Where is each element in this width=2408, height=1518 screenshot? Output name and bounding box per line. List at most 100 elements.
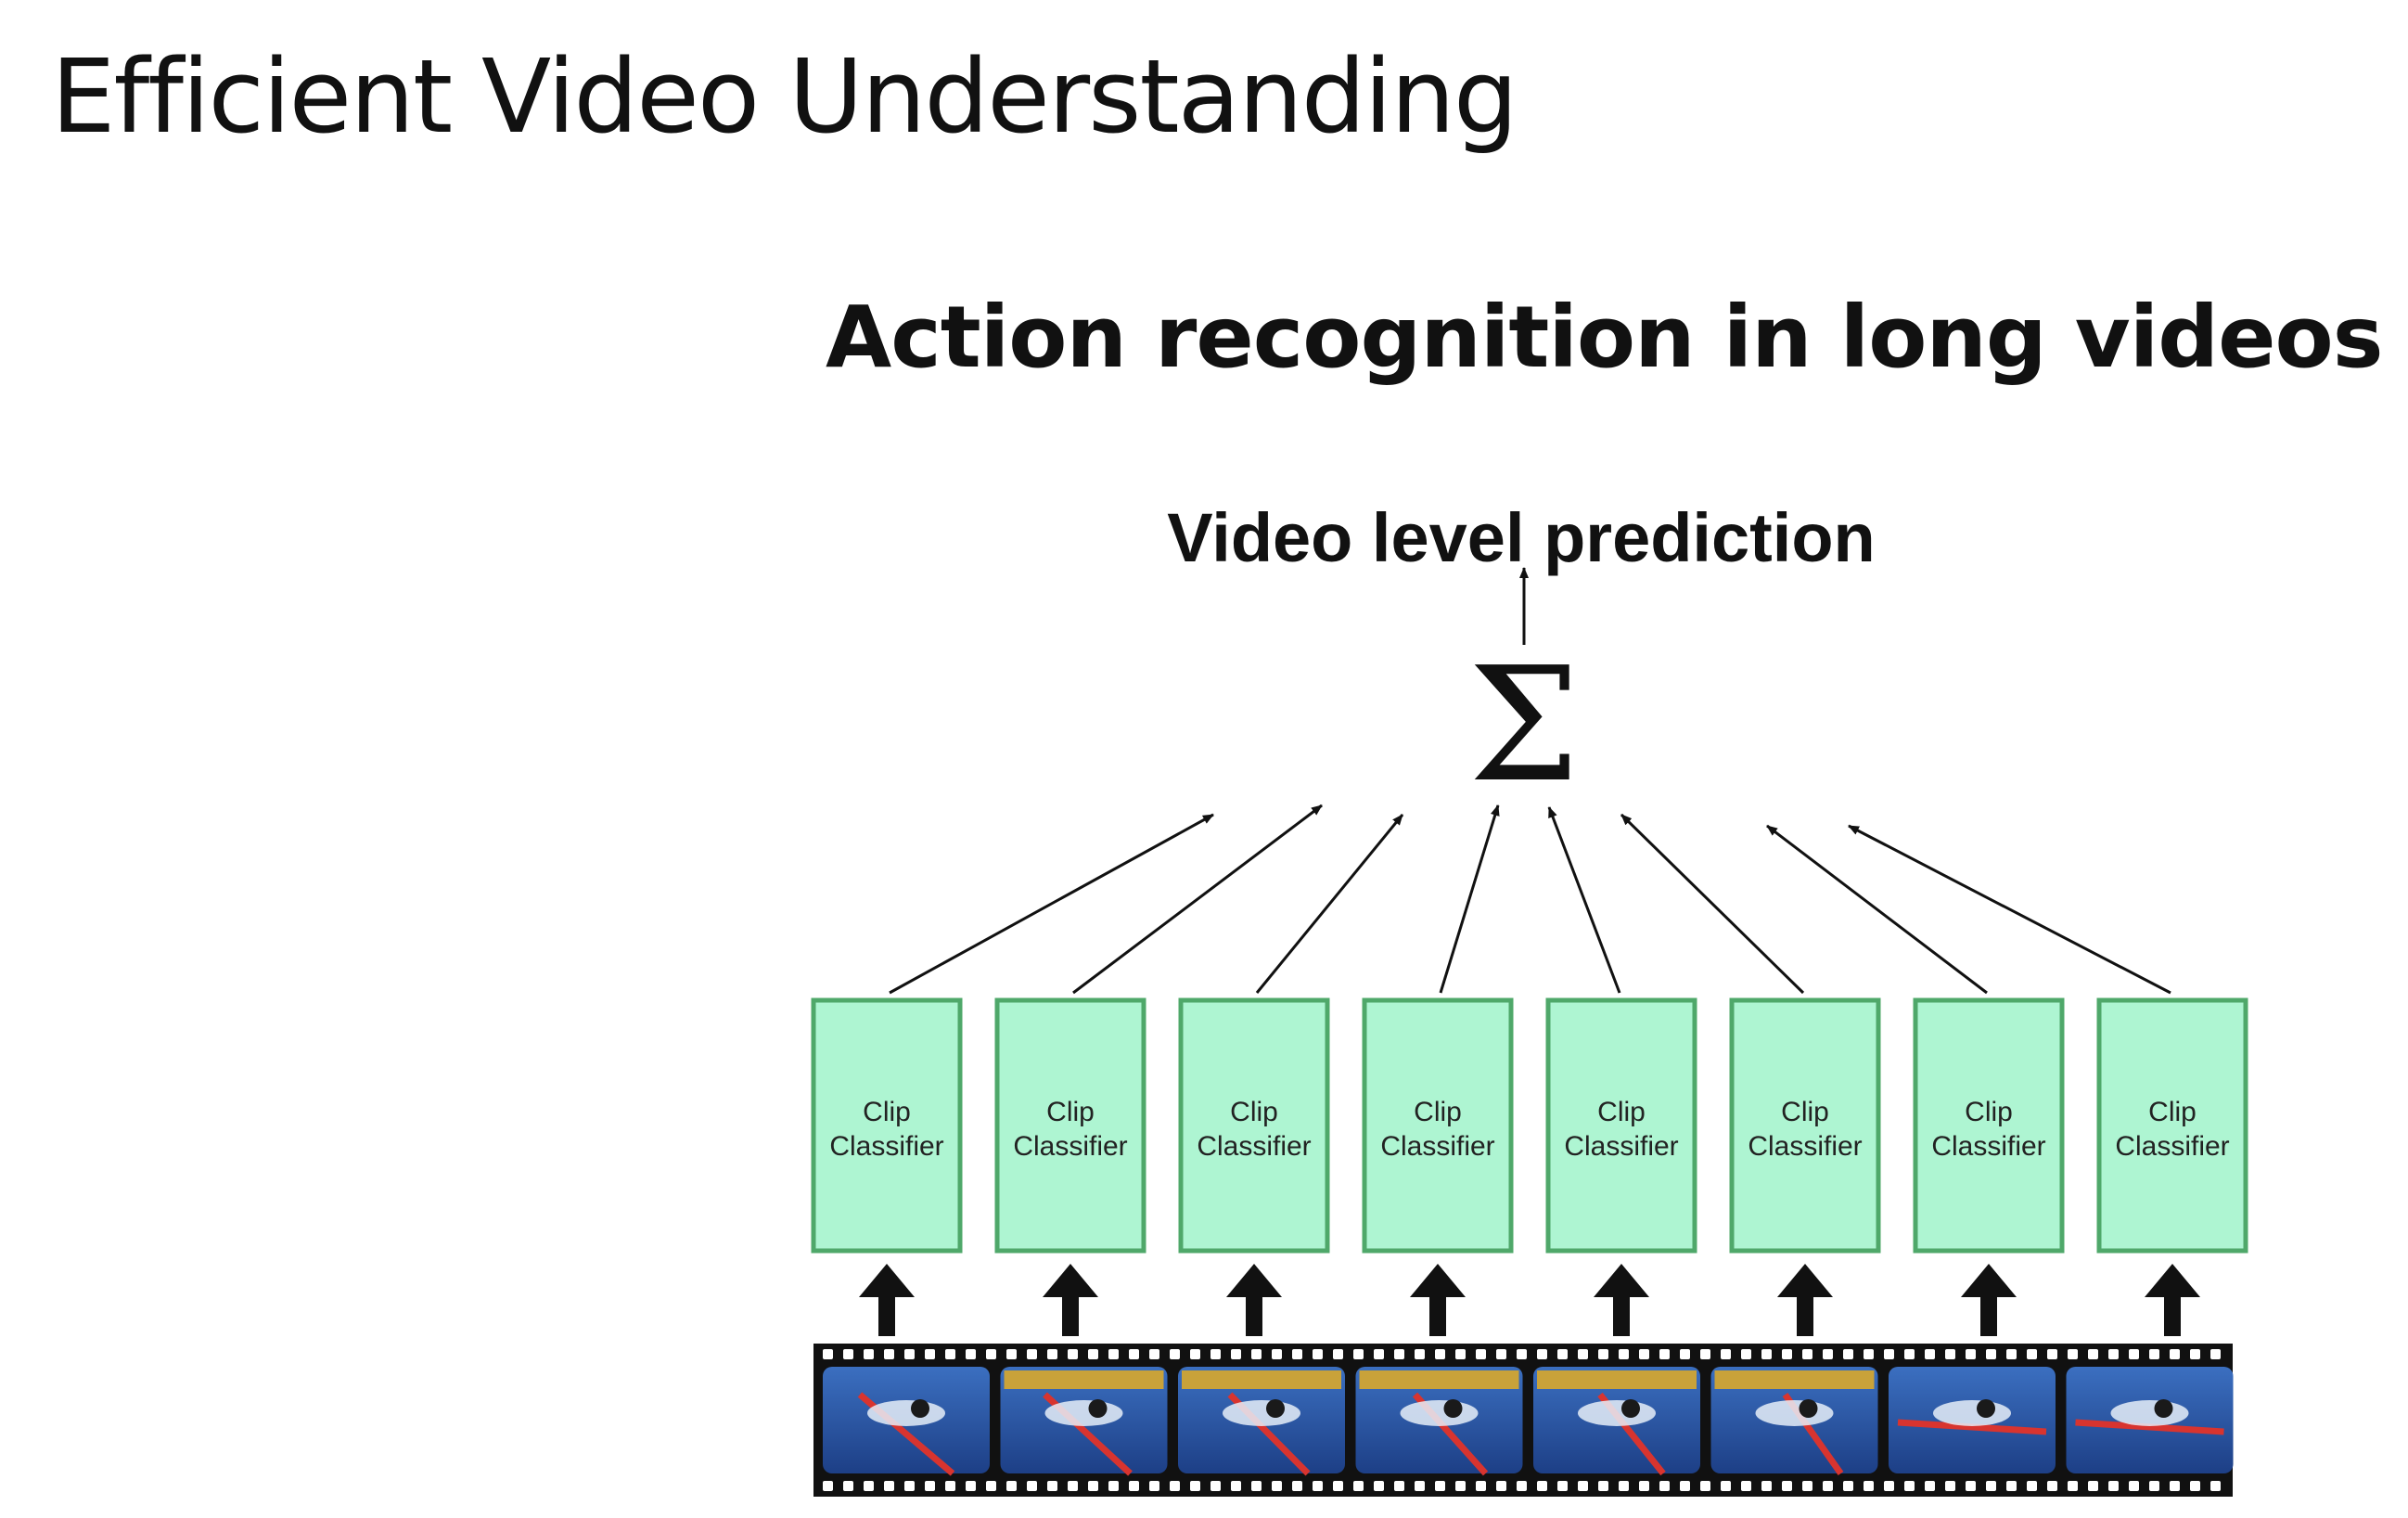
swimmer-splash [1044, 1400, 1123, 1426]
aggregation-arrow [1547, 806, 1621, 994]
classifier-label-line1: Clip [1414, 1097, 1462, 1127]
sprocket-hole [1598, 1481, 1608, 1491]
sprocket-hole [823, 1349, 833, 1359]
sprocket-hole [2047, 1349, 2057, 1359]
sprocket-hole [1435, 1349, 1445, 1359]
sprocket-hole [1394, 1349, 1404, 1359]
swimmer-head [1088, 1399, 1108, 1418]
sprocket-hole [1925, 1481, 1935, 1491]
sprocket-hole [843, 1481, 853, 1491]
sprocket-hole [2108, 1349, 2119, 1359]
swimmer-splash [1223, 1400, 1300, 1426]
classifier-label-line2: Classifier [2115, 1131, 2229, 1162]
sprocket-hole [2129, 1349, 2139, 1359]
sprocket-hole [1190, 1481, 1200, 1491]
aggregation-arrow [1255, 814, 1404, 994]
sprocket-hole [1700, 1349, 1710, 1359]
sprocket-hole [966, 1349, 976, 1359]
sprocket-hole [1517, 1481, 1527, 1491]
sprocket-hole [2210, 1481, 2221, 1491]
sprocket-hole [1782, 1481, 1792, 1491]
swimmer-splash [2110, 1400, 2189, 1426]
sprocket-hole [864, 1481, 874, 1491]
sprocket-hole [2149, 1349, 2159, 1359]
classifier-label-line1: Clip [1230, 1097, 1278, 1127]
video-filmstrip [813, 1344, 2234, 1497]
swimmer-head [1443, 1399, 1463, 1418]
sprocket-hole [1986, 1481, 1996, 1491]
classifier-label-line2: Classifier [1931, 1131, 2045, 1162]
swimmer-splash [1400, 1400, 1479, 1426]
pool-banner [1537, 1370, 1697, 1389]
sprocket-hole [1680, 1481, 1690, 1491]
classifier-rect [811, 997, 963, 1254]
sprocket-hole [1966, 1349, 1976, 1359]
sprocket-hole [1231, 1349, 1241, 1359]
sprocket-hole [1455, 1349, 1466, 1359]
sprocket-hole [2088, 1481, 2098, 1491]
aggregation-arrow [889, 813, 1214, 995]
sprocket-hole [1659, 1349, 1670, 1359]
sprocket-hole [2068, 1349, 2078, 1359]
sprocket-hole [864, 1349, 874, 1359]
sprocket-hole [1415, 1481, 1425, 1491]
classifier-label-line2: Classifier [1564, 1131, 1678, 1162]
sprocket-hole [1251, 1349, 1262, 1359]
swimmer-head [1799, 1399, 1818, 1418]
sprocket-hole [1353, 1481, 1364, 1491]
pool-banner [1359, 1370, 1519, 1389]
sprocket-hole [1904, 1481, 1915, 1491]
sprocket-hole [1231, 1481, 1241, 1491]
video-frame [1889, 1367, 2056, 1473]
swimmer-splash [1933, 1400, 2011, 1426]
classifier-rect [2096, 997, 2248, 1254]
aggregation-arrow [1766, 824, 1988, 995]
lane-rope [1897, 1419, 2047, 1435]
sprocket-hole [1517, 1349, 1527, 1359]
sprocket-hole [1700, 1481, 1710, 1491]
sprocket-hole [1251, 1481, 1262, 1491]
sprocket-hole [1353, 1349, 1364, 1359]
input-arrow [1961, 1264, 2017, 1336]
video-frame [1533, 1367, 1700, 1476]
pool-banner [1182, 1370, 1341, 1389]
input-arrow [2145, 1264, 2200, 1336]
sprocket-hole [1190, 1349, 1200, 1359]
sprocket-hole [1761, 1481, 1772, 1491]
sprocket-hole [1108, 1349, 1119, 1359]
sprocket-hole [1802, 1481, 1812, 1491]
sprocket-hole [1292, 1349, 1302, 1359]
swimmer-head [2154, 1399, 2173, 1418]
sprocket-hole [1557, 1349, 1568, 1359]
classifier-label-line1: Clip [2148, 1097, 2197, 1127]
clip-classifier-row: ClipClassifierClipClassifierClipClassifi… [811, 997, 2248, 1254]
sprocket-hole [945, 1349, 955, 1359]
sprocket-hole [1374, 1481, 1384, 1491]
input-arrow [1226, 1264, 1282, 1336]
input-arrow [1043, 1264, 1098, 1336]
sprocket-hole [1006, 1481, 1017, 1491]
input-arrows [859, 1264, 2200, 1336]
sprocket-hole [1027, 1349, 1037, 1359]
sprocket-hole [2210, 1349, 2221, 1359]
sprocket-hole [1108, 1481, 1119, 1491]
input-arrow [1410, 1264, 1466, 1336]
sprocket-hole [1966, 1481, 1976, 1491]
sprocket-hole [1476, 1349, 1486, 1359]
sprocket-hole [2068, 1481, 2078, 1491]
sprocket-hole [2088, 1349, 2098, 1359]
sprocket-hole [1578, 1349, 1588, 1359]
slide-title: Efficient Video Understanding [51, 37, 1518, 156]
sprocket-hole [966, 1481, 976, 1491]
video-frame [1178, 1367, 1345, 1476]
sprocket-hole [1088, 1349, 1098, 1359]
sprocket-hole [1945, 1349, 1955, 1359]
lane-rope [2075, 1419, 2224, 1435]
sprocket-hole [1415, 1349, 1425, 1359]
sprocket-hole [1088, 1481, 1098, 1491]
sprocket-hole [2108, 1481, 2119, 1491]
sprocket-hole [986, 1481, 996, 1491]
